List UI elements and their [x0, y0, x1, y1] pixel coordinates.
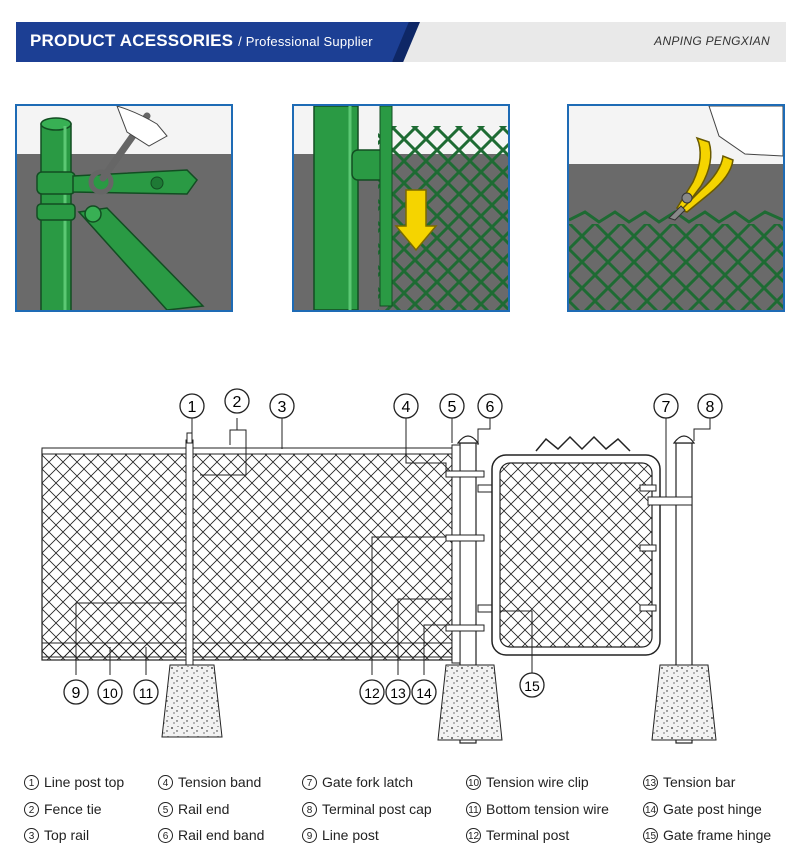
- svg-text:1: 1: [188, 399, 197, 416]
- callout-15: 15: [519, 672, 545, 698]
- callout-7: 7: [653, 393, 679, 419]
- header-banner: PRODUCT ACESSORIES / Professional Suppli…: [0, 22, 800, 62]
- pliers-illustration: [569, 106, 783, 310]
- tension-bar-illustration: [294, 106, 508, 310]
- gate-frame-hinge: [639, 484, 657, 492]
- svg-text:2: 2: [233, 394, 242, 411]
- subtitle-text: / Professional Supplier: [238, 34, 373, 49]
- svg-text:12: 12: [364, 685, 380, 701]
- svg-text:4: 4: [402, 399, 411, 416]
- line-post-top: [186, 432, 193, 444]
- callout-1: 1: [179, 393, 205, 419]
- svg-text:6: 6: [486, 399, 495, 416]
- install-panel-pliers: [567, 104, 785, 312]
- callout-6: 6: [477, 393, 503, 419]
- callout-3: 3: [269, 393, 295, 419]
- install-panel-tension-bar: [292, 104, 510, 312]
- svg-text:7: 7: [662, 399, 671, 416]
- callout-13: 13: [385, 679, 411, 705]
- gate-top-wire: [535, 435, 631, 452]
- callout-markers: 1 2 3 4 5 6 7 8 9 10 11 12 13 14 15: [63, 388, 723, 705]
- gate-frame-hinge: [639, 544, 657, 552]
- svg-text:9: 9: [72, 685, 81, 702]
- svg-text:5: 5: [448, 399, 457, 416]
- callout-8: 8: [697, 393, 723, 419]
- svg-text:14: 14: [416, 685, 432, 701]
- terminal-post-cap: [672, 435, 696, 444]
- tension-band: [445, 470, 485, 478]
- callout-14: 14: [411, 679, 437, 705]
- tension-bar: [451, 444, 461, 664]
- page-title: PRODUCT ACESSORIES / Professional Suppli…: [30, 31, 373, 51]
- callout-4: 4: [393, 393, 419, 419]
- terminal-post-footing: [437, 664, 503, 741]
- callout-10: 10: [97, 679, 123, 705]
- gate-mesh: [499, 462, 653, 648]
- fence-diagram: 1 2 3 4 5 6 7 8 9 10 11 12 13 14 15: [41, 388, 723, 744]
- fence-mesh: [41, 449, 453, 661]
- callout-11: 11: [133, 679, 159, 705]
- gate-fork-latch: [647, 496, 693, 506]
- callout-2: 2: [224, 388, 250, 414]
- bottom-tension-wire: [41, 642, 455, 658]
- title-text: PRODUCT ACESSORIES: [30, 31, 234, 50]
- terminal-post-cap-left: [456, 435, 480, 444]
- gate-frame-hinge: [639, 604, 657, 612]
- tension-band: [445, 624, 485, 632]
- latch-post-footing: [651, 664, 717, 741]
- callout-12: 12: [359, 679, 385, 705]
- svg-text:8: 8: [706, 399, 715, 416]
- top-rail: [41, 447, 455, 455]
- line-post-footing: [161, 664, 223, 738]
- tension-band: [445, 534, 485, 542]
- svg-text:15: 15: [524, 678, 540, 694]
- svg-text:11: 11: [139, 685, 154, 701]
- brand-name: ANPING PENGXIAN: [654, 34, 770, 48]
- banner-accent: [16, 22, 416, 62]
- svg-text:3: 3: [278, 399, 287, 416]
- callout-9: 9: [63, 679, 89, 705]
- svg-text:13: 13: [390, 685, 406, 701]
- svg-text:10: 10: [102, 685, 118, 701]
- leader-lines: [75, 418, 711, 675]
- callout-5: 5: [439, 393, 465, 419]
- install-panel-wrench: [15, 104, 233, 312]
- wrench-illustration: [17, 106, 231, 310]
